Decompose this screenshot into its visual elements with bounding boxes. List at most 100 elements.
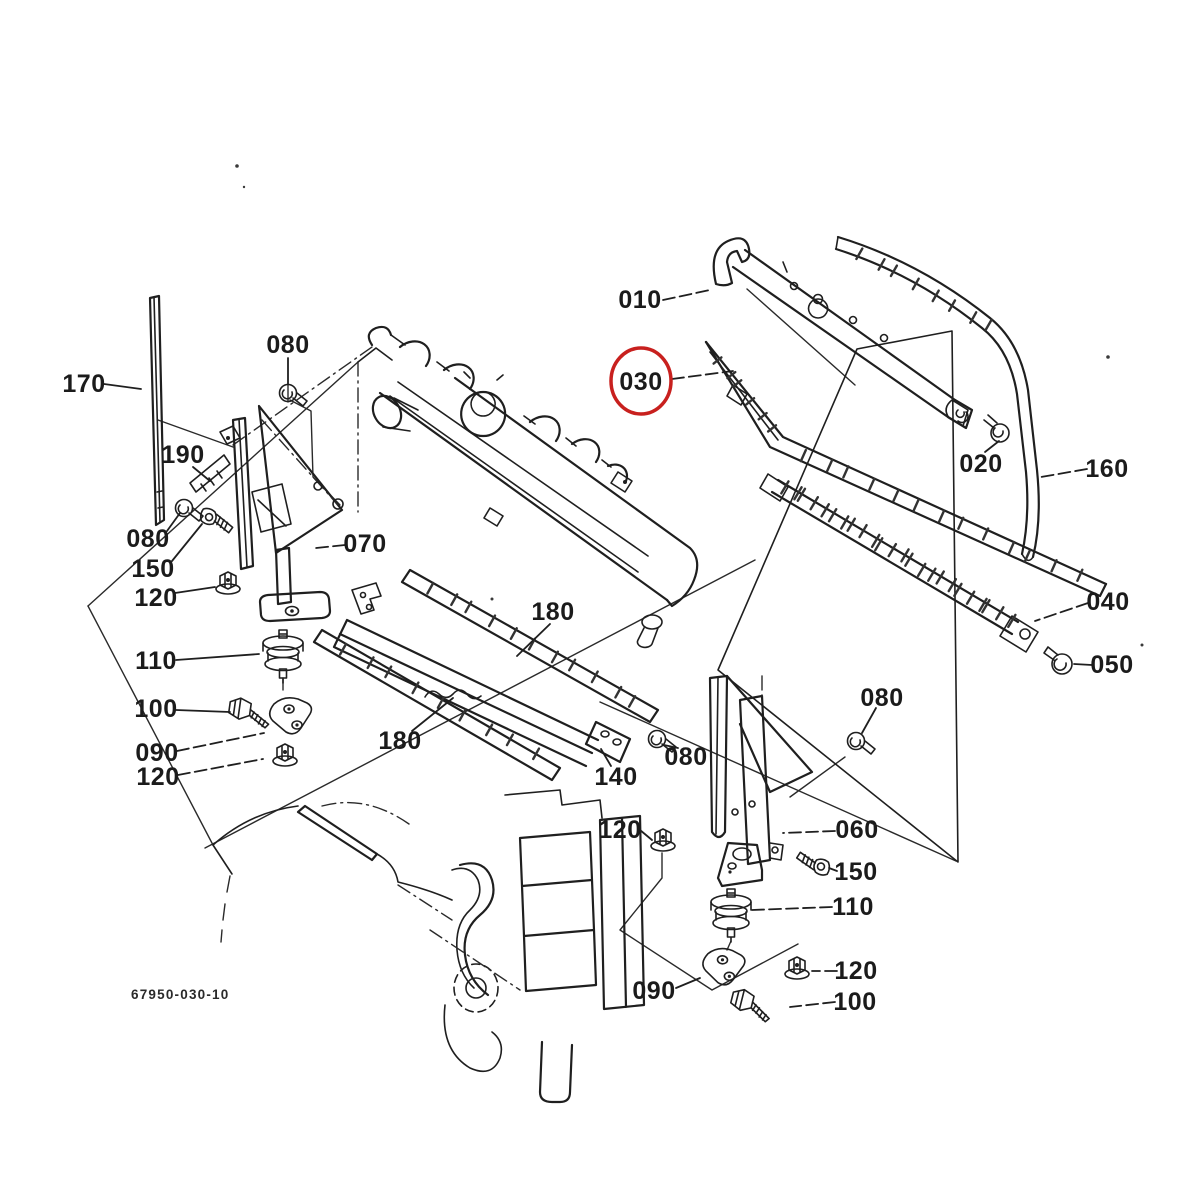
seal-texture-tick (338, 642, 348, 656)
part-label-180-a[interactable]: 180 (531, 598, 574, 626)
part-060-bracket (708, 674, 814, 888)
part-label-090-a[interactable]: 090 (135, 739, 178, 767)
leader-line-010 (662, 289, 711, 301)
leader-line-190 (192, 466, 211, 482)
leader-line-040 (1034, 602, 1089, 622)
seal-texture-tick (965, 590, 976, 605)
leader-line-080-d (861, 707, 877, 734)
leader-line-080-b (166, 512, 181, 532)
seal-texture-tick (969, 311, 978, 324)
part-label-100-a[interactable]: 100 (134, 695, 177, 723)
seal-texture-tick (799, 448, 807, 463)
part-label-040[interactable]: 040 (1086, 588, 1129, 616)
part-label-020[interactable]: 020 (959, 450, 1002, 478)
part-160-frame (834, 235, 1040, 562)
leader-line-090-b (675, 977, 701, 989)
seal-texture-tick (900, 548, 910, 563)
part-140-plate (332, 582, 632, 768)
part-label-080-b[interactable]: 080 (126, 525, 169, 553)
mount-110-instances (262, 629, 752, 943)
seal-texture-tick (1007, 613, 1017, 629)
seal-texture-tick (937, 509, 946, 523)
seal-texture-tick (840, 515, 850, 530)
seal-texture-tick (982, 527, 990, 541)
seal-texture-tick (793, 486, 803, 501)
part-label-080-a[interactable]: 080 (266, 331, 309, 359)
seal-texture-tick (809, 496, 819, 511)
part-070-bracket (219, 404, 344, 623)
part-label-080-c[interactable]: 080 (664, 743, 707, 771)
seal-texture-tick (874, 537, 884, 552)
seal-texture-tick (870, 533, 881, 549)
seal-texture-tick (820, 503, 830, 518)
seal-texture-tick (450, 593, 459, 607)
seal-texture-tick (732, 379, 743, 388)
part-label-180-b[interactable]: 180 (378, 727, 421, 755)
part-190-rod (189, 454, 231, 493)
part-label-150-b[interactable]: 150 (834, 858, 877, 886)
part-label-120-a[interactable]: 120 (134, 584, 177, 612)
part-label-100-b[interactable]: 100 (833, 988, 876, 1016)
seal-texture-tick (366, 656, 375, 670)
seal-texture-tick (436, 696, 445, 709)
leader-line-060 (782, 830, 836, 834)
seal-texture-tick (726, 370, 737, 380)
seal-texture-tick (796, 487, 807, 502)
part-label-140[interactable]: 140 (594, 763, 637, 791)
part-label-120-b[interactable]: 120 (136, 763, 179, 791)
seal-texture-tick (1050, 559, 1058, 573)
part-label-120-d[interactable]: 120 (834, 957, 877, 985)
part-label-030[interactable]: 030 (619, 368, 662, 396)
part-label-110-b[interactable]: 110 (832, 893, 874, 921)
part-label-170[interactable]: 170 (62, 370, 105, 398)
seal-texture-tick (984, 318, 993, 332)
leader-line-110-a (175, 653, 260, 661)
leader-line-090-a (176, 732, 265, 752)
leader-line-110-b (751, 906, 833, 911)
seal-texture-tick (935, 570, 945, 585)
leader-line-100-a (175, 709, 231, 713)
seal-texture-tick (953, 582, 963, 598)
seal-texture-tick (766, 424, 778, 433)
leader-line-120-c (639, 829, 653, 841)
leader-line-070 (315, 544, 346, 549)
seal-texture-tick (505, 733, 514, 747)
radiator-assembly-drawing (357, 325, 699, 649)
engine-outline (212, 789, 646, 1104)
seal-texture-tick (995, 606, 1005, 621)
part-label-160[interactable]: 160 (1085, 455, 1128, 483)
seal-texture-tick (550, 650, 560, 664)
leader-line-150-a (171, 523, 203, 562)
leader-line-170 (103, 383, 142, 390)
part-label-010[interactable]: 010 (618, 286, 661, 314)
leader-line-080-c (663, 744, 679, 749)
part-170-strip (148, 294, 166, 527)
seal-texture-tick (627, 695, 637, 708)
seal-texture-tick (889, 264, 899, 278)
seal-texture-tick (1007, 540, 1016, 555)
part-label-090-b[interactable]: 090 (632, 977, 675, 1005)
seal-texture-tick (712, 356, 723, 365)
seal-texture-tick (485, 723, 494, 737)
part-label-050[interactable]: 050 (1090, 651, 1133, 679)
scan-specks (235, 164, 1144, 647)
seal-texture-tick (757, 411, 768, 421)
part-label-150-a[interactable]: 150 (131, 555, 174, 583)
rear-panel-outline (717, 330, 959, 863)
seal-texture-tick (947, 299, 957, 312)
seal-texture-tick (509, 627, 518, 640)
part-label-190[interactable]: 190 (161, 441, 204, 469)
part-label-120-c[interactable]: 120 (598, 816, 641, 844)
seal-texture-tick (487, 614, 497, 628)
part-label-110-a[interactable]: 110 (135, 647, 177, 675)
part-180-strip-top (400, 568, 660, 724)
part-label-060[interactable]: 060 (835, 816, 878, 844)
seal-texture-tick (877, 258, 886, 271)
part-180-strip-bottom (312, 628, 562, 782)
seal-texture-tick (614, 685, 623, 699)
leader-line-180-a (516, 623, 551, 657)
part-label-070[interactable]: 070 (343, 530, 386, 558)
seal-texture-tick (590, 670, 599, 684)
part-label-080-d[interactable]: 080 (860, 684, 903, 712)
leader-line-120-b (177, 758, 264, 776)
